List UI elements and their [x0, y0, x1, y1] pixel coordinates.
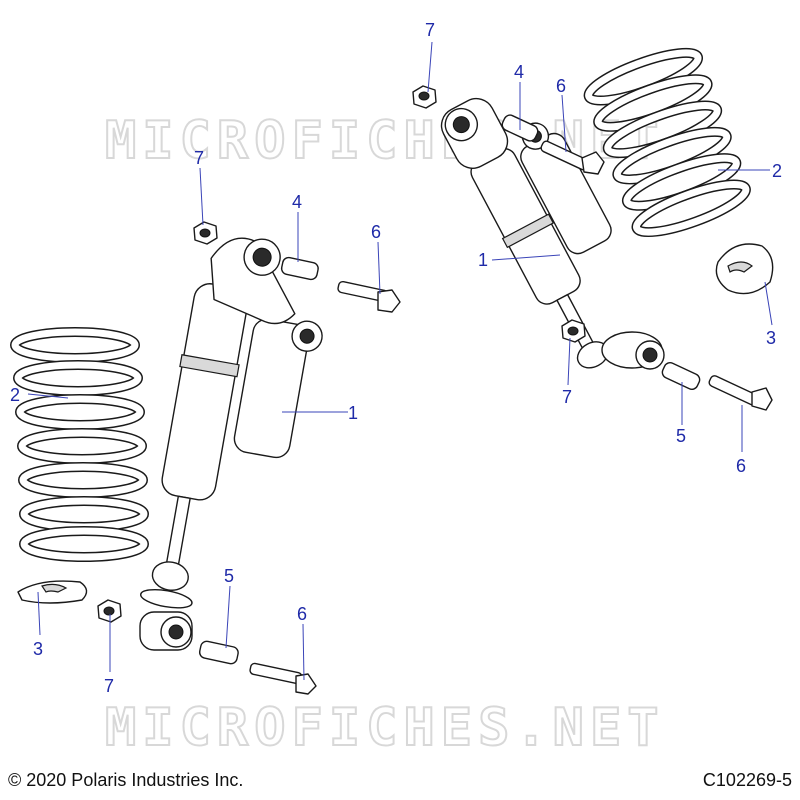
- right-spacer-bottom: [661, 361, 701, 391]
- left-spacer-bottom: [198, 640, 239, 665]
- callout-right-bolt-top: 6: [556, 76, 566, 96]
- left-nut-bottom: [97, 599, 122, 623]
- callout-left-spring: 2: [10, 385, 20, 405]
- callout-left-nut-bottom: 7: [104, 676, 114, 696]
- left-bushing-top: [280, 256, 319, 281]
- callout-left-bolt-top: 6: [371, 222, 381, 242]
- callout-left-bolt-bottom: 6: [297, 604, 307, 624]
- leader-lines: [27, 41, 773, 681]
- callout-right-retainer: 3: [766, 328, 776, 348]
- callout-right-spring: 2: [772, 161, 782, 181]
- right-bolt-bottom: [708, 375, 773, 411]
- right-coil-spring: [583, 47, 751, 238]
- left-bolt-bottom: [249, 662, 317, 695]
- callout-right-shock: 1: [478, 250, 488, 270]
- callout-right-bolt-bottom: 6: [736, 456, 746, 476]
- right-assembly: [412, 47, 774, 411]
- callout-right-bushing-top: 4: [514, 62, 524, 82]
- callout-numbers: 7 4 6 2 3 1 7 5 6 7 4 6 2 1 3 5 6 7: [10, 20, 782, 696]
- left-bolt-top: [337, 280, 401, 313]
- left-assembly: [10, 221, 401, 695]
- figure-code: C102269-5: [702, 770, 792, 790]
- left-spring-retainer: [17, 580, 88, 604]
- callout-left-nut-top: 7: [194, 148, 204, 168]
- right-bolt-top: [540, 140, 605, 175]
- left-nut-top: [193, 221, 218, 245]
- left-shock-absorber: [139, 237, 323, 651]
- callout-left-retainer: 3: [33, 639, 43, 659]
- watermark-bottom: MICROFICHES.NET: [105, 698, 665, 758]
- copyright-notice: © 2020 Polaris Industries Inc.: [8, 770, 244, 790]
- right-nut-bottom: [561, 319, 586, 343]
- callout-left-bushing-top: 4: [292, 192, 302, 212]
- right-nut-top: [412, 85, 437, 109]
- right-spring-retainer: [715, 243, 774, 295]
- callout-left-shock: 1: [348, 403, 358, 423]
- callout-right-spacer-bottom: 5: [676, 426, 686, 446]
- callout-left-spacer-bottom: 5: [224, 566, 234, 586]
- callout-right-nut-bottom: 7: [562, 387, 572, 407]
- callout-right-nut-top: 7: [425, 20, 435, 40]
- left-coil-spring: [10, 327, 149, 562]
